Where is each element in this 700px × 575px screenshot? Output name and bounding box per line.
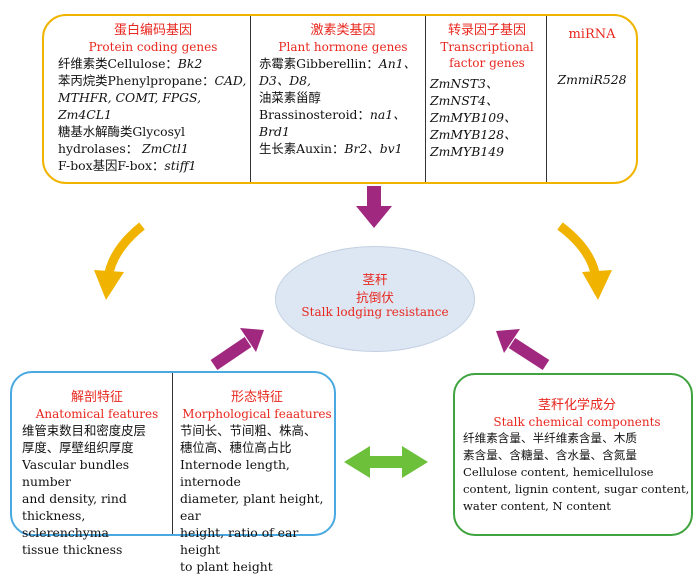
chemical-en-3: water content, N content [463,499,611,513]
phenyl-genes-2: MTHFR, COMT, FPGS, Zm4CL1 [58,90,202,122]
glycosyl-line: hydrolases： ZmCtl1 [58,140,248,157]
phenyl-line: 苯丙烷类Phenylpropane：CAD, [58,72,248,89]
protein-coding-column: 蛋白编码基因 Protein coding genes 纤维素类Cellulos… [44,16,248,182]
purple-arrow-upright [210,328,264,370]
column-divider-1 [250,16,251,182]
auxin-line: 生长素Auxin：Br2、bv1 [259,140,427,157]
fbox-line: F-box基因F-box：stiff1 [58,157,248,174]
anatomical-column: 解剖特征 Anatomical features 维管束数目和密度皮层 厚度、厚… [12,373,172,557]
mirna-column: miRNA ZmmiR528 [547,16,637,182]
chemical-zh-1: 纤维素含量、半纤维素含量、木质 [463,431,637,445]
protein-title-en: Protein coding genes [88,40,218,54]
center-line-2: 抗倒伏 [356,290,394,305]
anatomical-en-1: Vascular bundles number [22,457,130,489]
anatomical-en-4: tissue thickness [22,542,123,557]
morphological-title-en: Morphological feaatures [182,407,332,421]
morphological-zh-2: 穗位高、穗位高占比 [180,440,292,455]
tf-title-en-1: Transcriptional [440,40,534,54]
glycosyl-gene: ZmCtl1 [142,141,189,156]
morphological-en-3: height, ratio of ear height [180,525,299,557]
gibberellin-line: 赤霉素Gibberellin：An1、 [259,55,427,72]
cellulose-label: 纤维素类Cellulose： [58,56,178,71]
hormone-title-zh: 激素类基因 [310,23,376,38]
brassino-label: Brassinosteroid： [259,107,370,122]
hormone-title-en: Plant hormone genes [278,40,408,54]
column-divider-2 [425,16,426,182]
gold-curved-arrow-right [557,222,612,300]
tf-gene-3: ZmMYB109、 [430,110,517,125]
center-line-3: Stalk lodging resistance [301,305,449,319]
cellulose-line: 纤维素类Cellulose：Bk2 [58,55,248,72]
tf-gene-1: ZmNST3、 [430,76,499,91]
fbox-label: F-box基因F-box： [58,158,165,173]
phenyl-label: 苯丙烷类Phenylpropane： [58,73,215,88]
features-divider [172,373,173,534]
morphological-title-zh: 形态特征 [230,390,283,405]
green-double-arrow [344,446,428,478]
chemical-zh-2: 素含量、含糖量、含水量、含氮量 [463,448,637,462]
morphological-column: 形态特征 Morphological feaatures 节间长、节间粗、株高、… [174,373,334,574]
morphological-en-1: Internode length, internode [180,457,290,489]
anatomical-en-3: thickness, sclerenchyma [22,508,109,540]
chemical-title-en: Stalk chemical components [493,415,661,429]
anatomical-zh-2: 厚度、厚壁组织厚度 [22,440,134,455]
fbox-gene: stiff1 [164,158,197,173]
gibberellin-genes-2: D3、D8, [259,73,311,88]
stalk-lodging-resistance-ellipse: 茎秆 抗倒伏 Stalk lodging resistance [275,246,475,352]
features-box: 解剖特征 Anatomical features 维管束数目和密度皮层 厚度、厚… [10,371,336,574]
anatomical-zh-1: 维管束数目和密度皮层 [22,423,146,438]
glycosyl-label: hydrolases： [58,141,139,156]
anatomical-en-2: and density, rind [22,491,127,506]
chemical-column: 茎秆化学成分 Stalk chemical components 纤维素含量、半… [455,375,691,534]
glycosyl-zh: 糖基水解酶类Glycosyl [58,124,185,139]
tf-gene-4: ZmMYB128、 [430,127,517,142]
chemical-components-box: 茎秆化学成分 Stalk chemical components 纤维素含量、半… [453,373,693,536]
phenyl-genes-1: CAD, [214,73,247,88]
morphological-en-4: to plant height [180,559,273,574]
chemical-en-1: Cellulose content, hemicellulose [463,465,654,479]
brassino-line: Brassinosteroid：na1、Brd1 [259,106,427,140]
anatomical-title-zh: 解剖特征 [70,390,123,405]
gold-curved-arrow-left [94,222,145,300]
column-divider-3 [546,16,547,182]
morphological-en-2: diameter, plant height, ear [180,491,324,523]
chemical-title-zh: 茎秆化学成分 [537,398,616,413]
mirna-title: miRNA [568,27,616,42]
purple-arrow-down [356,186,392,228]
cellulose-gene: Bk2 [177,56,203,71]
brassino-genes: na1、Brd1 [259,107,406,139]
mirna-gene: ZmmiR528 [557,72,627,87]
tf-gene-5: ZmMYB149 [430,144,504,159]
anatomical-title-en: Anatomical features [35,407,159,421]
tf-gene-2: ZmNST4、 [430,93,499,108]
gene-categories-box: 蛋白编码基因 Protein coding genes 纤维素类Cellulos… [42,14,638,184]
brassino-zh: 油菜素甾醇 [259,90,321,105]
center-line-1: 茎秆 [362,272,388,287]
auxin-genes: Br2、bv1 [344,141,403,156]
purple-arrow-upleft [496,329,550,371]
gibberellin-label: 赤霉素Gibberellin： [259,56,379,71]
tf-title-en-2: factor genes [449,56,525,70]
auxin-label: 生长素Auxin： [259,141,345,156]
chemical-en-2: content, lignin content, sugar content, [463,482,690,496]
morphological-zh-1: 节间长、节间粗、株高、 [180,423,317,438]
protein-title-zh: 蛋白编码基因 [113,23,192,38]
gibberellin-genes-1: An1、 [378,56,416,71]
tf-title-zh: 转录因子基因 [447,23,526,38]
hormone-column: 激素类基因 Plant hormone genes 赤霉素Gibberellin… [251,16,427,182]
tf-column: 转录因子基因 Transcriptional factor genes ZmNS… [426,16,544,182]
